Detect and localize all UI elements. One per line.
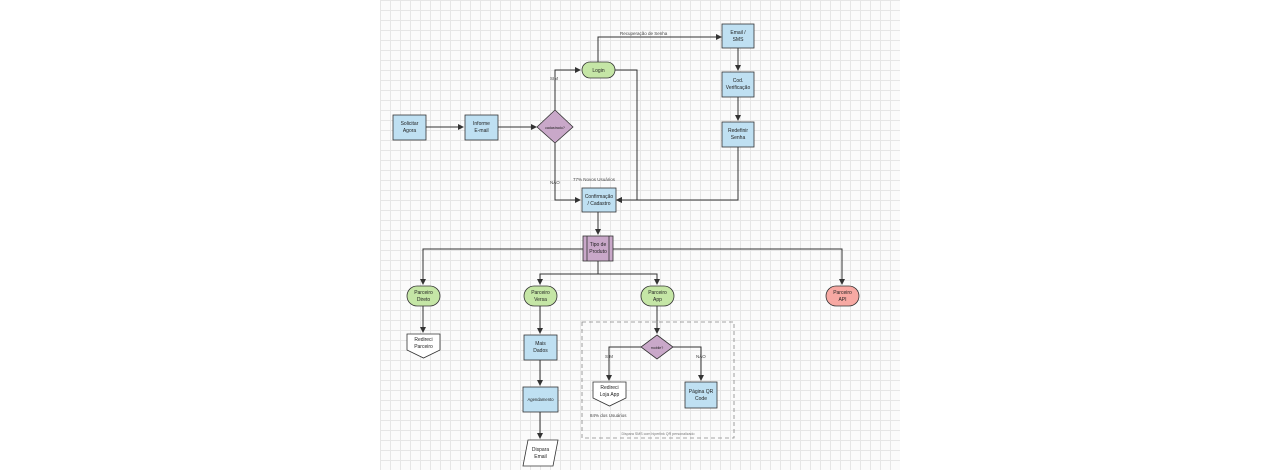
edge-tipo-versa-app (537, 261, 599, 285)
edge-tipo-app (598, 273, 660, 285)
node-redirect-parceiro: Redireci Parceiro (406, 333, 441, 359)
label-recuperacao: Recuperação de Senha (620, 31, 668, 36)
node-cadastrado-decision: cadastrado? (536, 109, 574, 144)
node-label: Confirmação (585, 194, 614, 200)
label-usuarios-pct: 84% dos Usuários (590, 413, 627, 418)
label-nao-bottom: NÃO (696, 353, 706, 359)
node-label: / Cadastro (587, 201, 610, 207)
group-caption: Dispara SMS com hiperlink QR personaliza… (621, 432, 694, 436)
node-label: Parceiro (648, 290, 667, 296)
node-dispara-email: Dispara Email (522, 439, 559, 467)
node-label: App (653, 297, 662, 303)
node-label: Versa (534, 297, 547, 303)
node-label: Parceiro (414, 344, 433, 350)
node-label: API (838, 297, 846, 303)
node-email-sms: Email / SMS (721, 23, 755, 49)
label-novos-usuarios: 77% Novos Usuários (573, 177, 616, 182)
edge-mobile-qr (673, 346, 704, 381)
node-label: Dados (533, 348, 548, 354)
node-label: E-mail (474, 128, 488, 134)
node-tipo-produto: Tipo de Produto (582, 235, 614, 262)
node-parceiro-versa: Parceiro Versa (523, 285, 558, 307)
node-label: Agora (403, 128, 417, 134)
node-label: Mais (535, 341, 546, 347)
node-label: Verificação (726, 85, 751, 91)
label-nao-top: NÃO (550, 179, 560, 185)
node-redirect-loja: Redireci Loja App (592, 381, 627, 407)
node-agendamento: Agendamento (522, 386, 559, 413)
node-label: Direto (417, 297, 431, 303)
node-label: Agendamento (527, 397, 554, 402)
edge-redefinir-confirmacao (616, 147, 739, 203)
edge-login-confirmacao (615, 69, 638, 203)
node-label: Senha (731, 135, 746, 141)
node-parceiro-api: Parceiro API (825, 285, 860, 307)
edge-tipo-api (613, 248, 845, 285)
label-sim-top: SIM (550, 76, 558, 81)
node-label: Parceiro (833, 290, 852, 296)
node-login: Login (581, 61, 616, 79)
edge-cadastrado-login (554, 67, 581, 110)
edge-tipo-direto (420, 248, 583, 285)
node-parceiro-app: Parceiro App (640, 285, 675, 307)
node-redefinir-senha: Redefinir Senha (721, 121, 755, 148)
node-label: Redireci (414, 337, 432, 343)
node-label: Dispara (532, 447, 549, 453)
node-label: Cod. (733, 78, 744, 84)
node-cod-verificacao: Cod. Verificação (721, 71, 755, 98)
node-label: Tipo de (590, 242, 607, 248)
node-parceiro-direto: Parceiro Direto (406, 285, 441, 307)
node-label: Email / (730, 30, 746, 36)
node-label: Informe (473, 121, 490, 127)
node-solicitar-agora: Solicitar Agora (392, 114, 427, 141)
node-pagina-qr: Página QR Code (684, 381, 718, 409)
node-mobile-decision: mobile? (640, 334, 674, 360)
edge-mobile-loja (606, 346, 641, 381)
node-mais-dados: Mais Dados (523, 334, 558, 361)
node-confirmacao-cadastro: Confirmação / Cadastro (581, 187, 617, 213)
node-label: Login (592, 68, 604, 74)
node-label: Página QR (689, 389, 714, 395)
node-informe-email: Informe E-mail (464, 114, 499, 141)
node-label: Redefinir (728, 128, 748, 134)
diagram-canvas: SIM NÃO Recuperação de Senha 77% Novos U… (380, 0, 900, 470)
node-label: Email (534, 454, 547, 460)
app-group-box (581, 321, 735, 439)
node-label: SMS (733, 37, 745, 43)
edge-login-email (597, 34, 722, 62)
node-label: Produto (589, 249, 607, 255)
edge-cadastrado-confirmacao (554, 143, 581, 203)
node-label: Loja App (600, 392, 620, 398)
label-sim-bottom: SIM (605, 354, 613, 359)
node-label: Parceiro (531, 290, 550, 296)
node-label: Redireci (600, 385, 618, 391)
node-label: Parceiro (414, 290, 433, 296)
flowchart: SIM NÃO Recuperação de Senha 77% Novos U… (392, 23, 860, 467)
node-label: Solicitar (401, 121, 419, 127)
node-label: cadastrado? (545, 126, 565, 130)
node-label: Code (695, 396, 707, 402)
node-label: mobile? (651, 346, 664, 350)
